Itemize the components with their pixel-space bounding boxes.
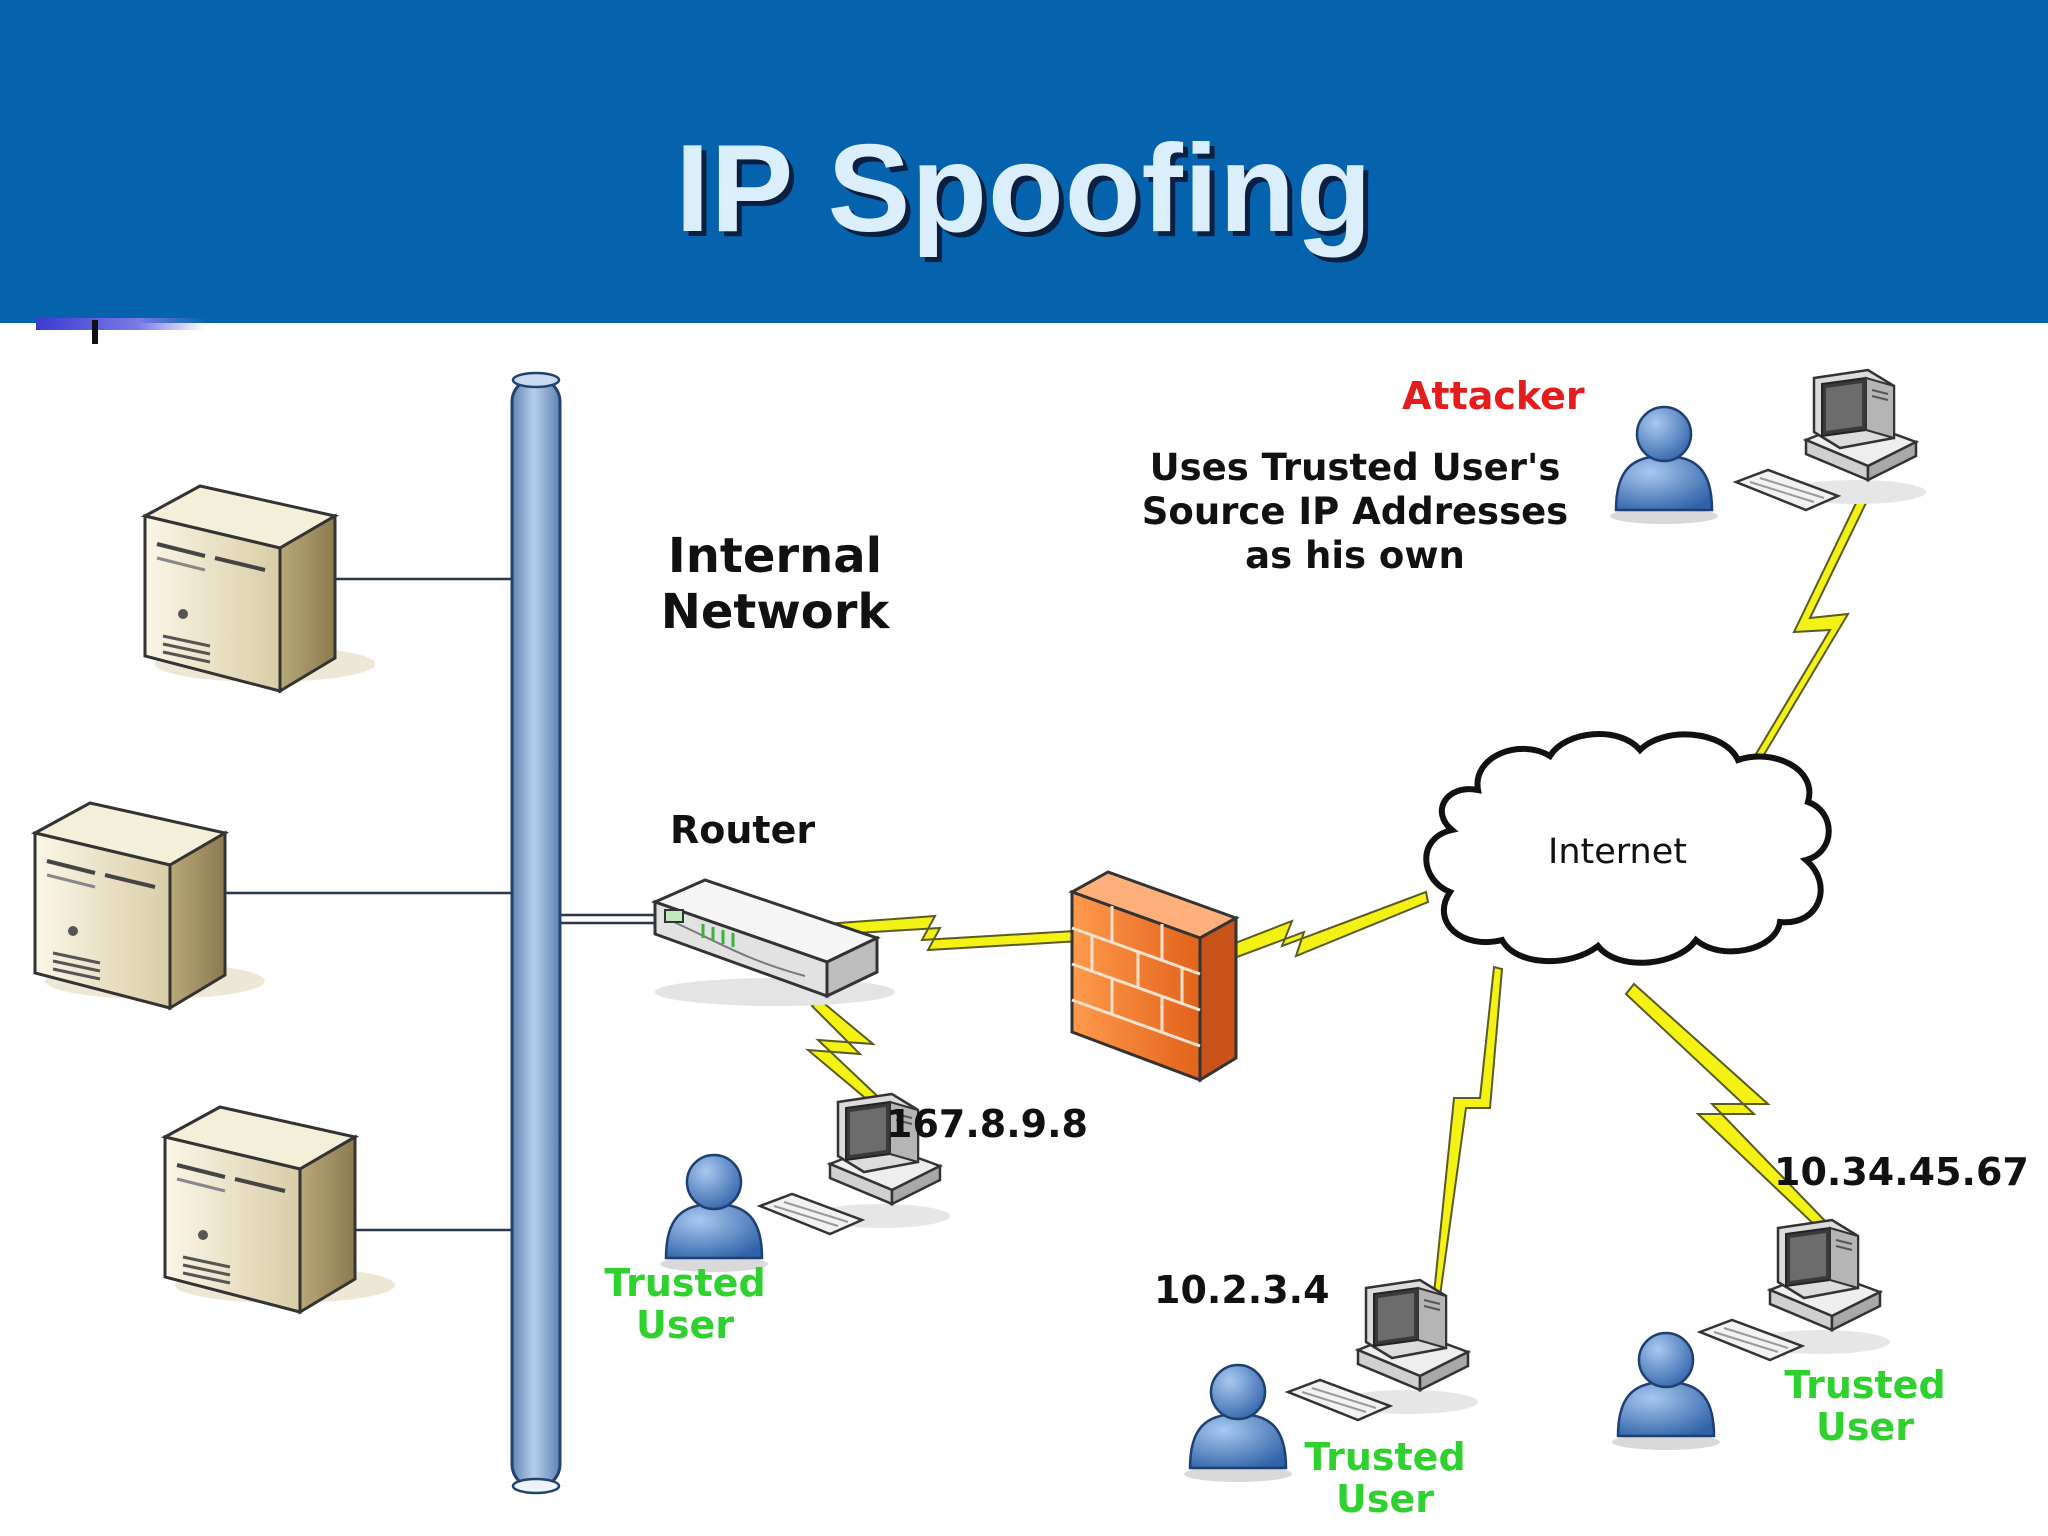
attacker-note-line3: as his own <box>1245 534 1465 577</box>
lightning-links <box>768 497 1868 1298</box>
trusted-user-label-1: Trusted User <box>570 1262 800 1346</box>
lightning-link-icon <box>1754 497 1868 760</box>
trusted-user-label-3: Trusted User <box>1750 1364 1980 1448</box>
attacker-label: Attacker <box>1402 374 1585 418</box>
attacker-note-line2: Source IP Addresses <box>1141 490 1569 533</box>
corner-tick <box>92 320 98 344</box>
cloud-icon <box>1423 731 1832 966</box>
internal-network-label-line1: Internal <box>667 528 883 584</box>
router-label: Router <box>670 808 816 852</box>
title-banner <box>0 0 2048 323</box>
internal-network-label-line2: Network <box>660 584 890 640</box>
server-icon <box>143 484 377 693</box>
internal-network-label: Internal Network <box>640 528 910 640</box>
computer-icon <box>1698 1218 1892 1362</box>
internal-network-bus <box>510 371 562 1495</box>
ip-address-user-3: 10.34.45.67 <box>1774 1150 2029 1194</box>
corner-accent <box>36 318 206 330</box>
trusted-user-label-2: Trusted User <box>1270 1436 1500 1520</box>
firewall-icon <box>1068 870 1240 1083</box>
server-icon <box>163 1105 397 1314</box>
attacker-note: Uses Trusted User's Source IP Addresses … <box>1090 446 1620 578</box>
attacker-note-line1: Uses Trusted User's <box>1149 446 1561 489</box>
user-icon <box>1610 1331 1722 1452</box>
server-icon <box>33 801 267 1010</box>
ip-address-internal: 167.8.9.8 <box>886 1102 1088 1146</box>
trusted-user-label-3-line1: Trusted <box>1784 1363 1946 1407</box>
trusted-user-label-1-line2: User <box>636 1303 734 1347</box>
server-links <box>220 577 660 1232</box>
lightning-link-icon <box>1624 982 1832 1234</box>
trusted-user-label-1-line1: Trusted <box>604 1261 766 1305</box>
lightning-link-icon <box>1432 965 1504 1298</box>
user-icon <box>658 1153 770 1274</box>
internet-label: Internet <box>1548 832 1687 872</box>
trusted-user-label-2-line2: User <box>1336 1477 1434 1521</box>
page-title: IP Spoofing <box>675 120 1373 258</box>
trusted-user-label-3-line2: User <box>1816 1405 1914 1449</box>
router-icon <box>650 878 895 1006</box>
user-icon <box>1608 405 1720 526</box>
computer-icon <box>1734 368 1928 512</box>
ip-address-user-2: 10.2.3.4 <box>1154 1268 1330 1312</box>
trusted-user-label-2-line1: Trusted <box>1304 1435 1466 1479</box>
